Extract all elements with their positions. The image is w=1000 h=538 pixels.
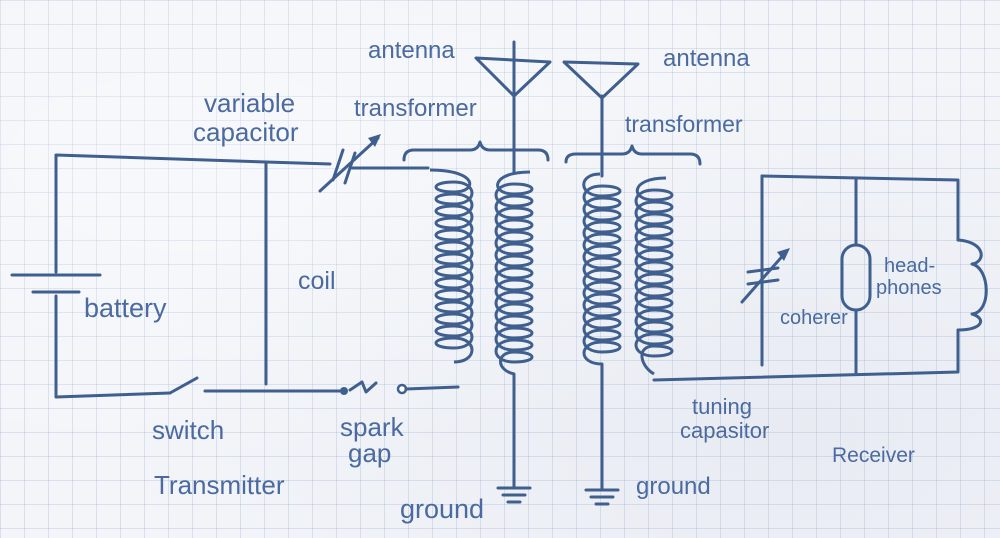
receiver-circuit — [652, 174, 988, 382]
label-variable-capacitor-line1: variable — [204, 88, 295, 118]
right-ground-symbol — [584, 478, 620, 506]
label-receiver: Receiver — [832, 444, 915, 467]
label-spark-gap-line1: spark — [340, 412, 405, 442]
label-transformer-left: transformer — [354, 95, 477, 122]
label-antenna-right: antenna — [663, 45, 750, 72]
label-transmitter: Transmitter — [154, 470, 285, 500]
primary-coil-left — [429, 168, 474, 364]
battery-bottom-wire — [54, 294, 172, 399]
coherer-symbol — [840, 243, 872, 312]
label-battery: battery — [84, 293, 167, 323]
label-coil: coil — [298, 267, 336, 295]
receiver-top-wire — [760, 174, 960, 242]
battery-top-wire — [54, 153, 332, 274]
spark-gap-symbol — [340, 380, 460, 395]
label-coherer: coherer — [780, 307, 848, 329]
label-variable-capacitor-line2: capacitor — [193, 117, 299, 147]
right-antenna-symbol — [562, 60, 640, 100]
primary-coil-right — [582, 172, 622, 366]
left-antenna-symbol — [474, 56, 552, 98]
label-headphones-line1: head- — [884, 255, 935, 277]
tuning-capacitor-symbol — [740, 248, 790, 304]
label-transformer-right: transformer — [625, 111, 743, 137]
transformer-right-brace — [564, 144, 702, 166]
transmitter-circuit — [10, 134, 460, 399]
right-transformer — [562, 60, 702, 506]
label-ground-left: ground — [400, 494, 484, 524]
secondary-coil-right — [634, 176, 674, 376]
label-ground-right: ground — [636, 473, 711, 500]
secondary-coil-left — [494, 170, 534, 376]
switch-lever — [168, 376, 199, 395]
left-transformer — [402, 40, 552, 504]
left-ground-symbol — [496, 478, 532, 504]
label-switch: switch — [152, 415, 224, 445]
label-antenna-left: antenna — [368, 37, 455, 64]
transformer-left-brace — [402, 140, 550, 162]
headphones-symbol — [956, 238, 988, 332]
receiver-bottom-wire — [652, 328, 960, 382]
label-tuning-capacitor-line2: capasitor — [680, 418, 769, 443]
variable-capacitor-symbol — [318, 134, 430, 193]
label-tuning-capacitor-line1: tuning — [692, 394, 752, 419]
label-headphones-line2: phones — [876, 277, 942, 299]
label-spark-gap-line2: gap — [348, 438, 391, 468]
